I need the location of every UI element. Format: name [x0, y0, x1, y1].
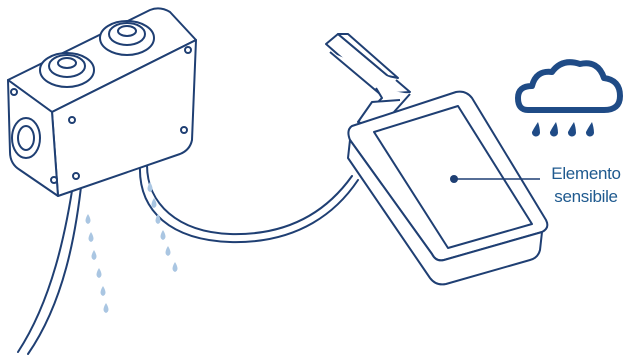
cables — [17, 164, 359, 355]
cable-to-sensor-inner — [146, 164, 353, 236]
cable-left-outer — [17, 177, 75, 353]
water-drops — [85, 182, 178, 313]
callout-label: Elemento sensibile — [540, 162, 632, 208]
cable-left-inner — [27, 177, 83, 355]
cable-to-sensor-outer — [138, 164, 359, 244]
water-drop-icon — [85, 182, 178, 313]
sensor-body — [347, 90, 549, 286]
callout-label-line2: sensibile — [554, 187, 618, 206]
junction-box — [7, 7, 197, 197]
box-right-face — [51, 39, 197, 197]
rain-cloud-icon — [515, 59, 623, 137]
sensor-front-face — [347, 139, 543, 286]
callout-label-line1: Elemento — [551, 164, 621, 183]
mounting-bracket — [325, 33, 411, 131]
callout-pointer — [450, 175, 540, 183]
